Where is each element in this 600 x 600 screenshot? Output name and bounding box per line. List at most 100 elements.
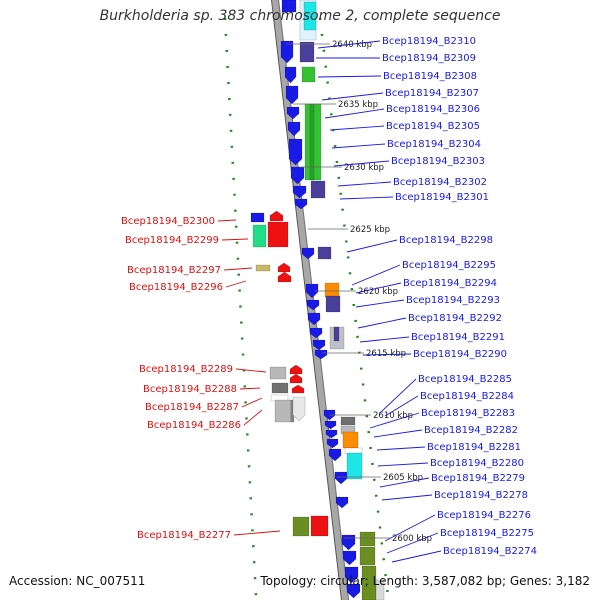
page-title: Burkholderia sp. 383 chromosome 2, compl… xyxy=(99,8,501,24)
feature-b2280 xyxy=(346,452,363,480)
feature-b2277 xyxy=(292,516,310,537)
gene-label-right: Bcep18194_B2276 xyxy=(437,510,531,521)
leader-line xyxy=(379,378,417,414)
feature-b2308 xyxy=(284,66,297,84)
feature-b2291-b xyxy=(333,326,340,342)
feature-b2281-a xyxy=(326,438,339,449)
gene-label-right: Bcep18194_B2283 xyxy=(421,408,515,419)
leader-line xyxy=(339,196,394,200)
gene-label-right: Bcep18194_B2310 xyxy=(382,36,476,47)
feature-b2304-stripe xyxy=(309,103,315,181)
leader-line xyxy=(377,462,429,467)
kbp-ticks: 2640 kbp 2635 kbp 2630 kbp 2625 kbp 2620 kbp… xyxy=(286,40,432,544)
left-outer-dots xyxy=(223,17,258,597)
feature-b2291-a xyxy=(309,327,323,339)
gene-label-left: Bcep18194_B2287 xyxy=(145,402,239,413)
leader-line xyxy=(381,494,433,501)
feature-b2308-b xyxy=(301,66,316,83)
gene-label-left: Bcep18194_B2299 xyxy=(125,235,219,246)
leader-line xyxy=(235,368,267,373)
gene-label-right: Bcep18194_B2309 xyxy=(382,53,476,64)
feature-b2279 xyxy=(328,448,342,462)
feature-b2297-red xyxy=(277,262,291,273)
tick-label: 2615 kbp xyxy=(366,349,406,359)
feature-b2303 xyxy=(288,138,303,166)
gene-label-left: Bcep18194_B2289 xyxy=(139,364,233,375)
gene-label-left: Bcep18194_B2288 xyxy=(143,384,237,395)
leader-line xyxy=(331,143,386,149)
gene-label-right: Bcep18194_B2304 xyxy=(387,139,481,150)
leader-line xyxy=(225,280,247,288)
feature-b2286-b xyxy=(292,396,306,422)
feature-b2275 xyxy=(359,546,376,566)
feature-b2299 xyxy=(252,224,267,248)
gene-label-right: Bcep18194_B2281 xyxy=(427,442,521,453)
gene-label-right: Bcep18194_B2275 xyxy=(440,528,534,539)
tick-label: 2635 kbp xyxy=(338,100,378,110)
gene-labels: Bcep18194_B2310Bcep18194_B2309Bcep18194_… xyxy=(121,36,537,563)
feature-b2293-a xyxy=(306,299,320,311)
leader-line xyxy=(239,387,261,390)
feature-b2290-a xyxy=(312,339,326,351)
gene-label-left: Bcep18194_B2286 xyxy=(147,420,241,431)
leader-line xyxy=(324,108,385,119)
gene-label-right: Bcep18194_B2279 xyxy=(431,473,525,484)
feature-b2301 xyxy=(310,180,326,199)
tick-label: 2620 kbp xyxy=(358,287,398,297)
feature-b2276 xyxy=(359,531,376,547)
dotted-guide-lines xyxy=(223,17,390,597)
leader-line xyxy=(357,317,407,329)
gene-label-right: Bcep18194_B2290 xyxy=(413,349,507,360)
gene-label-left: Bcep18194_B2296 xyxy=(129,282,223,293)
feature-b2288-red xyxy=(289,373,303,384)
feature-b2295 xyxy=(305,283,319,299)
gene-label-right: Bcep18194_B2301 xyxy=(395,192,489,203)
feature-b2306 xyxy=(286,106,300,120)
feature-b2300-b xyxy=(294,198,308,210)
leader-line xyxy=(223,267,253,271)
gene-label-right: Bcep18194_B2294 xyxy=(403,278,497,289)
tick-label: 2630 kbp xyxy=(344,163,384,173)
feature-b2305 xyxy=(287,121,301,137)
tick-label: 2610 kbp xyxy=(373,411,413,421)
gene-label-right: Bcep18194_B2306 xyxy=(386,104,480,115)
feature-b2274 xyxy=(342,550,357,566)
feature-b2293 xyxy=(325,295,341,313)
tick-label: 2600 kbp xyxy=(392,534,432,544)
gene-label-right: Bcep18194_B2282 xyxy=(424,425,518,436)
leader-line xyxy=(241,397,263,408)
leader-line xyxy=(379,477,430,488)
leader-line xyxy=(384,514,436,542)
leader-line xyxy=(346,239,398,253)
gene-label-right: Bcep18194_B2295 xyxy=(402,260,496,271)
feature-b2276-b xyxy=(341,534,356,551)
tick-label: 2625 kbp xyxy=(350,225,390,235)
feature-b2301-b xyxy=(292,185,307,199)
gene-features xyxy=(250,0,385,600)
leader-line xyxy=(376,446,426,451)
gene-label-right: Bcep18194_B2308 xyxy=(383,71,477,82)
gene-label-right: Bcep18194_B2293 xyxy=(406,295,500,306)
accession-label: Accession: NC_007511 xyxy=(9,574,146,588)
leader-line xyxy=(221,238,249,241)
tick-label: 2640 kbp xyxy=(332,40,372,50)
feature-b2287-red xyxy=(291,384,305,394)
feature-b2289-red xyxy=(289,364,303,375)
feature-b2310 xyxy=(280,40,294,64)
feature-b2282 xyxy=(342,431,359,449)
gene-label-right: Bcep18194_B2303 xyxy=(391,156,485,167)
leader-line xyxy=(351,264,401,286)
gene-label-right: Bcep18194_B2278 xyxy=(434,490,528,501)
tick-label: 2605 kbp xyxy=(383,473,423,483)
gene-label-right: Bcep18194_B2302 xyxy=(393,177,487,188)
feature-b2296 xyxy=(277,271,292,283)
leader-line xyxy=(337,181,392,187)
sequence-summary: Topology: circular; Length: 3,587,082 bp… xyxy=(260,574,590,588)
leader-line xyxy=(355,282,402,294)
feature-b2284 xyxy=(340,416,356,426)
right-outer-dots xyxy=(318,17,390,597)
feature-b2290 xyxy=(314,349,328,360)
leader-line xyxy=(217,219,237,222)
feature-b2292 xyxy=(307,312,321,326)
